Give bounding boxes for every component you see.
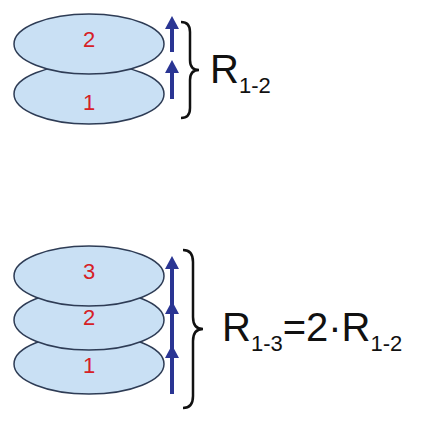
disc-number: 1 xyxy=(13,90,165,116)
resistance-formula: R1-2 xyxy=(210,46,271,92)
disc-shape xyxy=(14,64,164,124)
arrow-head xyxy=(165,16,179,29)
formula-text: =2·R xyxy=(283,305,371,349)
disc-shape xyxy=(14,246,164,306)
spin-arrow xyxy=(170,26,174,52)
disc-shape xyxy=(14,14,164,74)
disc-number: 3 xyxy=(13,259,165,285)
formula-text: R xyxy=(222,305,251,349)
formula-text: R xyxy=(210,47,239,91)
arrow-head xyxy=(165,60,179,73)
spin-arrow xyxy=(170,355,174,394)
spin-arrow xyxy=(170,70,174,99)
disc-shape xyxy=(14,334,164,394)
curly-brace xyxy=(183,250,203,408)
disc-number: 2 xyxy=(13,27,165,53)
resistance-formula: R1-3=2·R1-2 xyxy=(222,304,402,350)
subscript-label: 1-3 xyxy=(251,331,283,356)
disc-number: 2 xyxy=(13,305,165,331)
disc: 2 xyxy=(13,13,165,75)
arrow-head xyxy=(165,256,179,269)
spin-arrow xyxy=(170,266,174,306)
subscript-label: 1-2 xyxy=(239,73,271,98)
subscript-label: 1-2 xyxy=(371,331,403,356)
disc: 3 xyxy=(13,245,165,307)
braces xyxy=(181,22,203,408)
spin-arrow xyxy=(170,311,174,350)
disc-shape xyxy=(14,290,164,350)
spin-arrows xyxy=(165,16,179,394)
curly-brace xyxy=(181,22,199,118)
disc-number: 1 xyxy=(13,353,165,379)
